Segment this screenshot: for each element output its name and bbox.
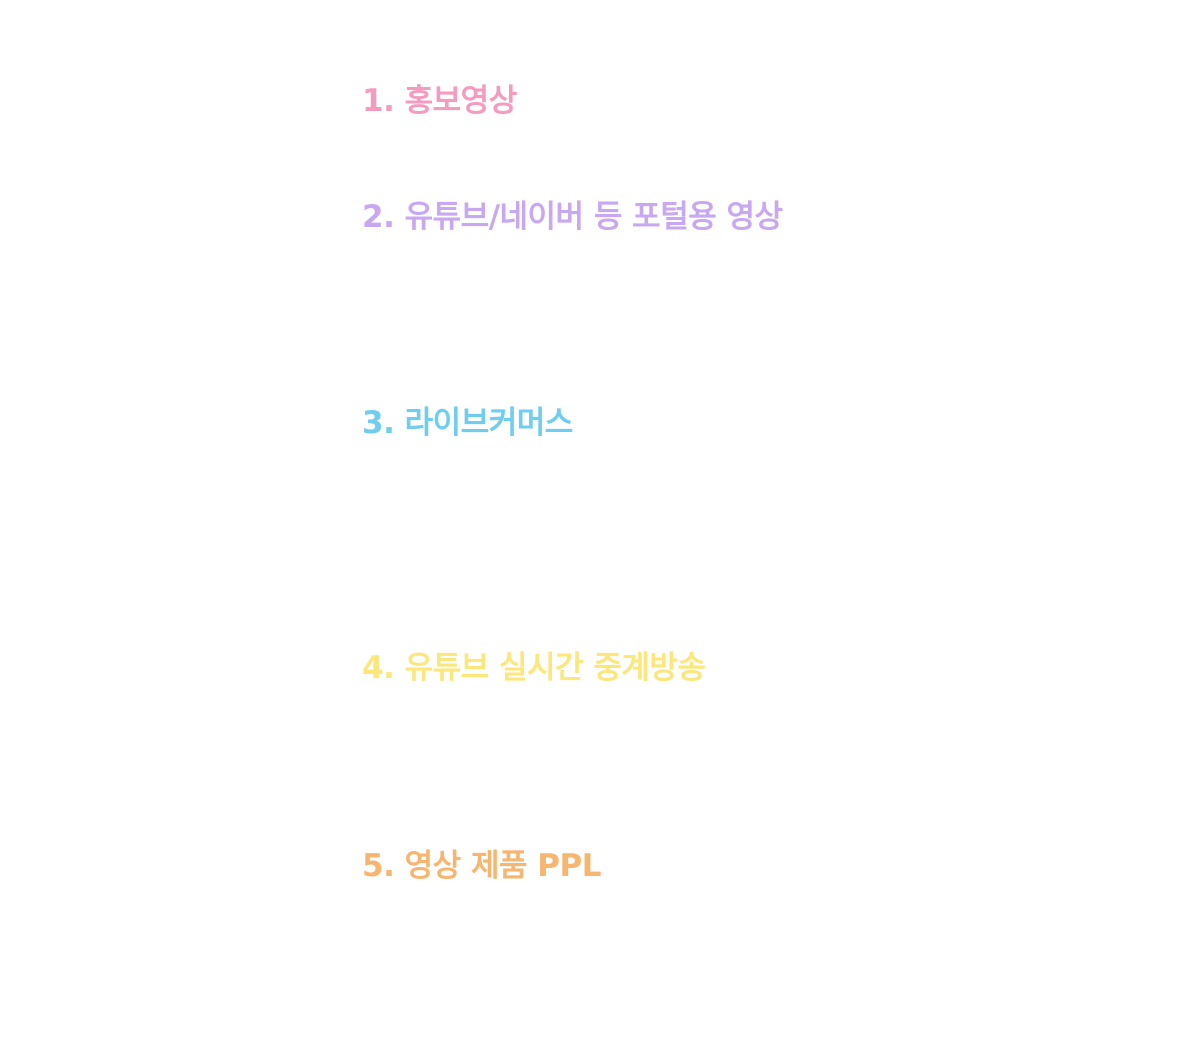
service-item-product-ppl: 5. 영상 제품 PPL (362, 848, 602, 884)
service-item-portal-video: 2. 유튜브/네이버 등 포털용 영상 (362, 199, 783, 235)
service-item-promo-video: 1. 홍보영상 (362, 83, 517, 119)
service-item-live-commerce: 3. 라이브커머스 (362, 405, 573, 441)
service-item-youtube-live-broadcast: 4. 유튜브 실시간 중계방송 (362, 650, 706, 686)
